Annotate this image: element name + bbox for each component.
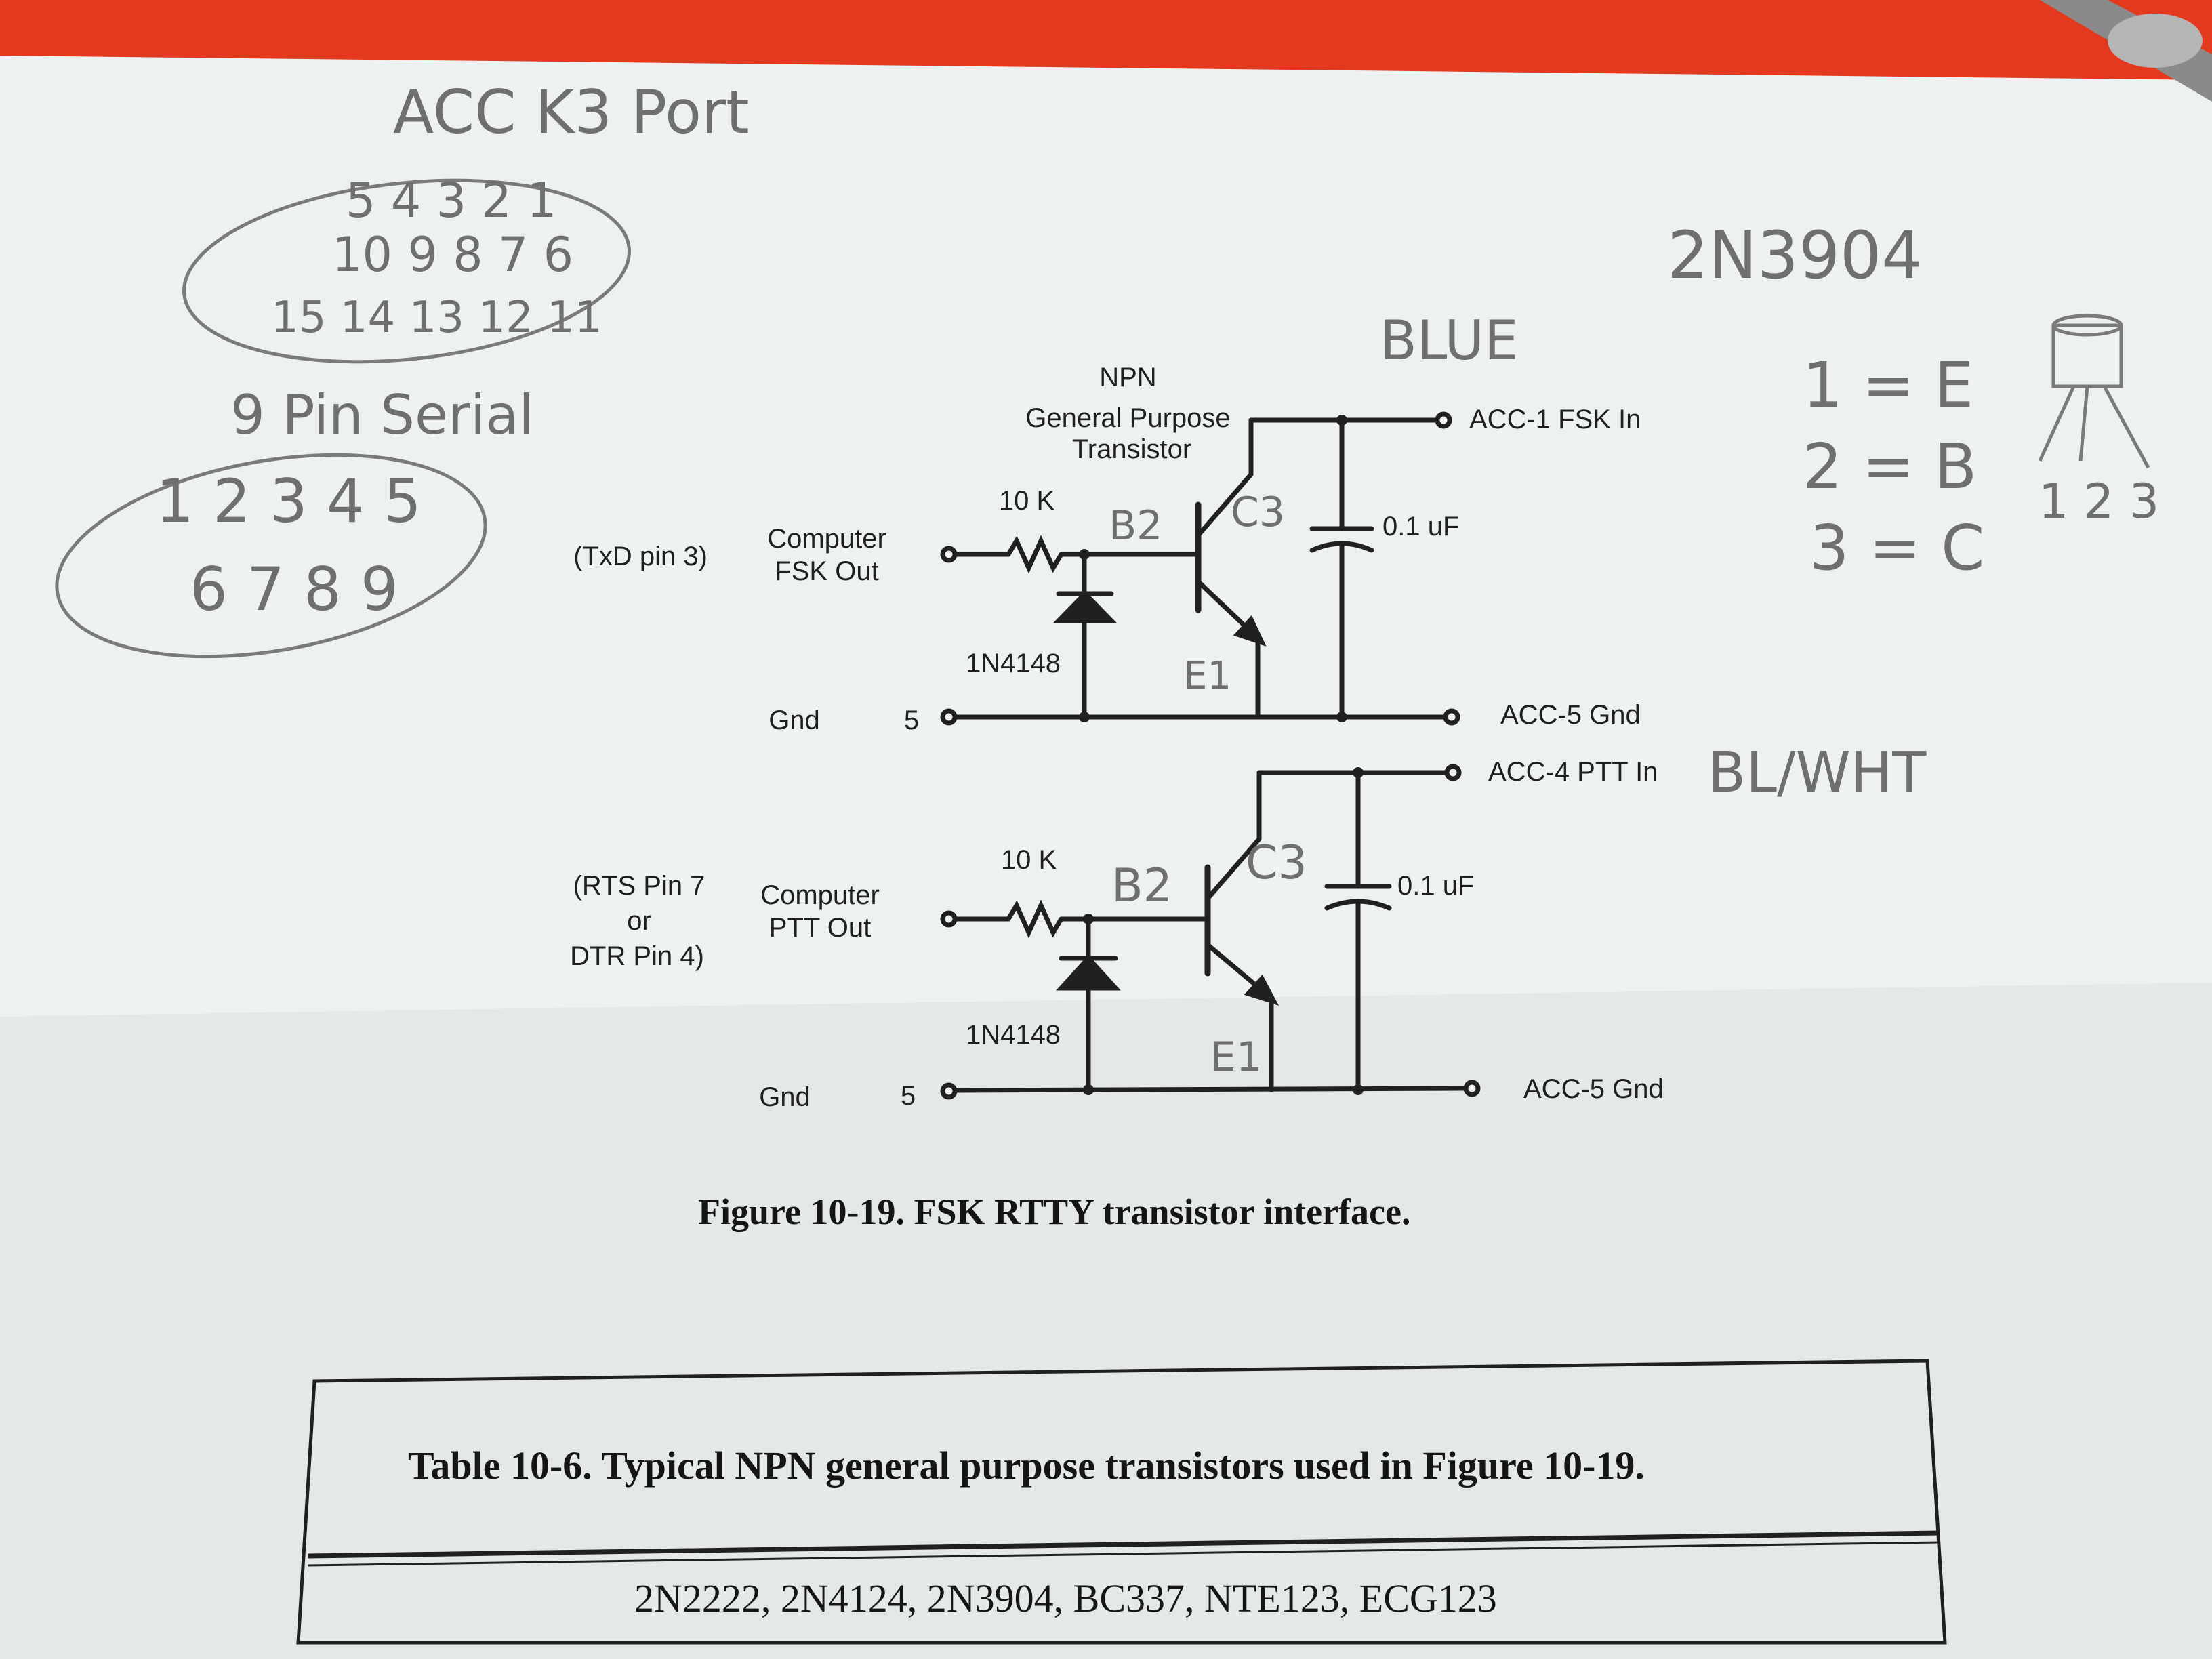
hw-serial-row-2: 6 7 8 9	[190, 554, 398, 624]
ptt-out-gnd: ACC-5 Gnd	[1523, 1074, 1664, 1104]
ptt-out-top: ACC-4 PTT In	[1488, 757, 1658, 787]
fsk-input-label-2: FSK Out	[775, 556, 878, 586]
fsk-resistor-icon	[1006, 535, 1064, 574]
hw-pinout-1: 1 = E	[1803, 349, 1973, 422]
ptt-resistor-label: 10 K	[1001, 845, 1057, 875]
transistor-label: NPN General Purpose Transistor	[1025, 363, 1238, 464]
fsk-circuit-labels: NPN General Purpose Transistor 10 K 1N41…	[573, 363, 1641, 735]
ptt-input-label-2: PTT Out	[769, 913, 871, 943]
ptt-gnd-pin: 5	[901, 1081, 916, 1111]
fsk-emitter-arrow-icon	[1233, 615, 1267, 647]
transistor-table: Table 10-6. Typical NPN general purpose …	[296, 1359, 1947, 1645]
ptt-acc5-terminal	[1463, 1080, 1481, 1097]
fsk-gnd-label: Gnd	[769, 705, 820, 735]
ptt-input-terminal	[940, 910, 958, 928]
hw-acc-row-3: 15 14 13 12 11	[271, 293, 602, 343]
ptt-acc4-terminal	[1444, 764, 1462, 781]
fsk-gnd-terminal	[940, 708, 958, 726]
figure-caption: Figure 10-19. FSK RTTY transistor interf…	[698, 1191, 1410, 1232]
ptt-gnd-label: Gnd	[759, 1082, 811, 1112]
fsk-out-top: ACC-1 FSK In	[1469, 405, 1641, 434]
ptt-input-label-1: Computer	[760, 880, 880, 910]
hw-c3-bottom: C3	[1246, 836, 1307, 890]
hw-acc-row-1: 5 4 3 2 1	[346, 173, 557, 228]
hw-bl-wht: BL/WHT	[1708, 741, 1927, 805]
table-title: Table 10-6. Typical NPN general purpose …	[408, 1443, 1645, 1488]
hw-c3-top: C3	[1231, 489, 1285, 536]
ptt-circuit	[940, 764, 1481, 1100]
hw-acc-title: ACC K3 Port	[393, 77, 750, 147]
ptt-resistor-icon	[1006, 899, 1064, 939]
ptt-capacitor-label: 0.1 uF	[1397, 871, 1474, 901]
hw-part-number: 2N3904	[1667, 218, 1923, 293]
hw-pinout-3: 3 = C	[1809, 512, 1984, 584]
hw-e1-bottom: E1	[1210, 1033, 1262, 1081]
ptt-input-pin-3: DTR Pin 4)	[570, 941, 704, 971]
hw-acc-row-2: 10 9 8 7 6	[332, 227, 573, 283]
ptt-circuit-labels: 10 K 1N4148 0.1 uF (RTS Pin 7 or DTR Pin…	[570, 757, 1664, 1112]
hw-b2-top: B2	[1109, 502, 1162, 550]
fsk-acc5-terminal	[1443, 708, 1460, 726]
hw-acc-oval	[182, 178, 631, 364]
paper-shadow	[0, 983, 2212, 1659]
pen-object	[2040, 0, 2212, 102]
ptt-gnd-terminal	[940, 1082, 958, 1100]
fsk-resistor-label: 10 K	[999, 486, 1055, 516]
ptt-diode-label: 1N4148	[966, 1020, 1061, 1050]
hw-blue: BLUE	[1380, 309, 1519, 372]
fsk-input-terminal	[940, 546, 958, 563]
hw-serial-row-1: 1 2 3 4 5	[156, 466, 422, 536]
fsk-gnd-pin: 5	[904, 705, 919, 735]
hw-serial-oval	[55, 453, 487, 659]
hw-pinout-2: 2 = B	[1803, 430, 1977, 503]
fsk-input-label-1: Computer	[767, 524, 886, 554]
hw-e1-top: E1	[1183, 654, 1231, 698]
fsk-capacitor-label: 0.1 uF	[1382, 512, 1459, 541]
hw-b2-bottom: B2	[1111, 859, 1172, 913]
pencil-notes: ACC K3 Port 5 4 3 2 1 10 9 8 7 6 15 14 1…	[55, 77, 2159, 1081]
hw-pkg-pins: 1 2 3	[2039, 474, 2159, 529]
fsk-acc1-terminal	[1435, 411, 1452, 429]
fsk-out-gnd: ACC-5 Gnd	[1500, 700, 1641, 730]
ptt-emitter-arrow-icon	[1244, 974, 1279, 1006]
ptt-input-pin-2: or	[627, 906, 651, 936]
hw-serial-title: 9 Pin Serial	[230, 384, 534, 447]
fsk-circuit	[940, 411, 1460, 726]
hw-to92-package-icon	[2038, 314, 2150, 469]
ptt-input-pin-1: (RTS Pin 7	[573, 871, 705, 901]
table-row: 2N2222, 2N4124, 2N3904, BC337, NTE123, E…	[634, 1576, 1497, 1620]
fsk-diode-label: 1N4148	[966, 649, 1061, 678]
fsk-input-pin: (TxD pin 3)	[573, 541, 708, 571]
